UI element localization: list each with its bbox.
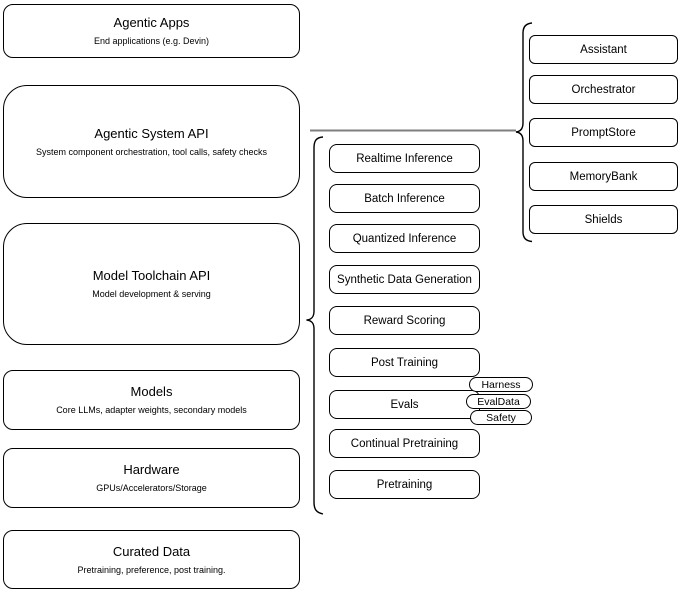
node-curated-data: Curated Data Pretraining, preference, po…: [3, 530, 300, 589]
node-title: Model Toolchain API: [92, 268, 211, 283]
node-models: Models Core LLMs, adapter weights, secon…: [3, 370, 300, 430]
node-subtitle: GPUs/Accelerators/Storage: [96, 483, 207, 493]
node-evals: Evals: [329, 390, 480, 419]
node-agentic-system-api: Agentic System API System component orch…: [3, 85, 300, 198]
eval-tag-harness: Harness: [469, 377, 533, 392]
node-pretraining: Pretraining: [329, 470, 480, 499]
node-quantized-inference: Quantized Inference: [329, 224, 480, 253]
node-title: Models: [130, 384, 173, 399]
node-shields: Shields: [529, 205, 678, 234]
node-subtitle: End applications (e.g. Devin): [93, 36, 210, 46]
node-memorybank: MemoryBank: [529, 162, 678, 191]
node-batch-inference: Batch Inference: [329, 184, 480, 213]
node-agentic-apps: Agentic Apps End applications (e.g. Devi…: [3, 4, 300, 58]
node-title: Agentic Apps: [113, 15, 190, 30]
node-orchestrator: Orchestrator: [529, 75, 678, 104]
node-subtitle: System component orchestration, tool cal…: [35, 146, 268, 157]
node-synthetic-data-generation: Synthetic Data Generation: [329, 265, 480, 294]
node-title: Agentic System API: [94, 125, 209, 141]
eval-tag-safety: Safety: [470, 410, 532, 425]
node-subtitle: Model development & serving: [92, 289, 211, 299]
toolchain-brace: [306, 136, 324, 515]
node-continual-pretraining: Continual Pretraining: [329, 429, 480, 458]
node-assistant: Assistant: [529, 35, 678, 64]
node-title: Hardware: [123, 462, 180, 477]
node-realtime-inference: Realtime Inference: [329, 144, 480, 173]
node-subtitle: Pretraining, preference, post training.: [77, 564, 226, 575]
eval-tag-evaldata: EvalData: [466, 394, 531, 409]
node-title: Curated Data: [112, 543, 191, 559]
node-reward-scoring: Reward Scoring: [329, 306, 480, 335]
node-hardware: Hardware GPUs/Accelerators/Storage: [3, 448, 300, 508]
node-promptstore: PromptStore: [529, 118, 678, 147]
node-model-toolchain-api: Model Toolchain API Model development & …: [3, 223, 300, 345]
node-subtitle: Core LLMs, adapter weights, secondary mo…: [56, 405, 247, 415]
node-post-training: Post Training: [329, 348, 480, 377]
